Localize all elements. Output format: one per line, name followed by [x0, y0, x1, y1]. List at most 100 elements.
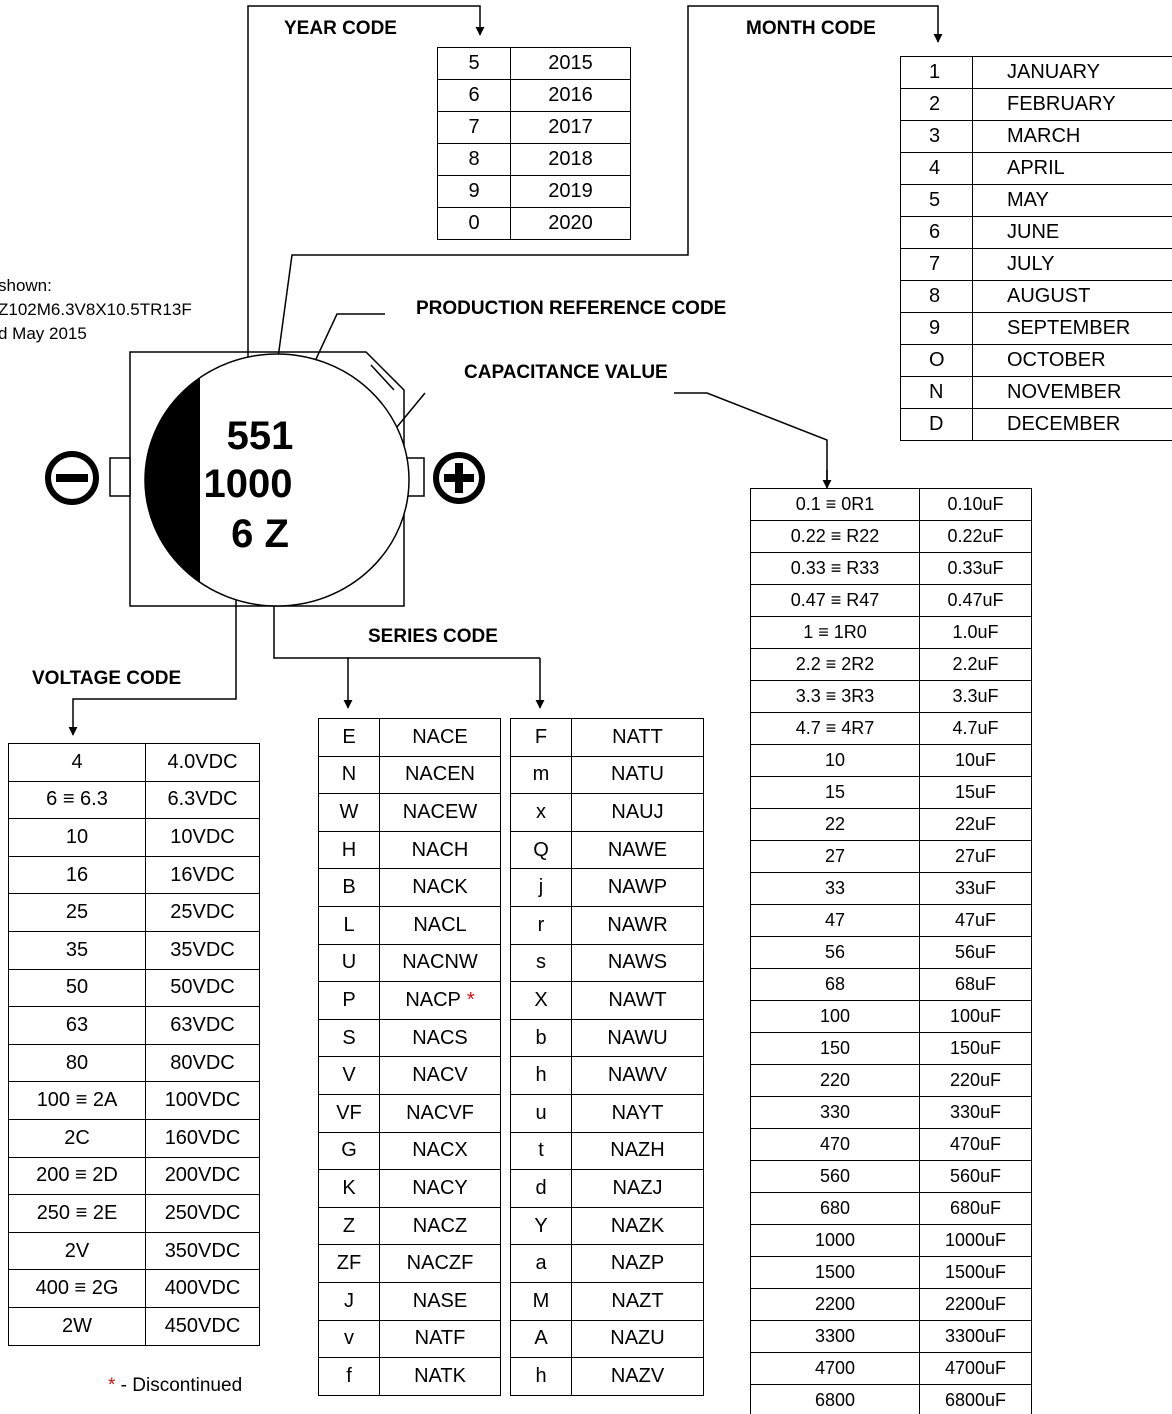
series-row-cell-text: V	[342, 1064, 356, 1087]
capacitance-row-cell-text: 1500	[814, 1262, 856, 1282]
month-row-cell-text: 8	[929, 285, 941, 307]
series-row-cell: Q	[511, 831, 572, 870]
footnote-star: *	[108, 1375, 116, 1396]
series-row-cell-text: f	[346, 1364, 352, 1387]
capacitance-row-cell-text: 3300	[814, 1326, 856, 1346]
year-code-line	[247, 5, 485, 402]
month-row-cell-text: N	[929, 381, 944, 403]
series-row-cell: NAZP	[572, 1245, 704, 1283]
year-row-cell-text: 2020	[548, 212, 593, 234]
capacitance-row-cell-text: 560	[819, 1166, 851, 1186]
voltage-row-cell: 100VDC	[146, 1082, 260, 1120]
month-row-cell-text: NOVEMBER	[1007, 381, 1122, 403]
series-row-cell-text: NACE	[412, 725, 468, 748]
series-row-cell-text: j	[538, 876, 544, 899]
series-row-cell: Y	[511, 1207, 572, 1246]
capacitance-row-cell-text: 0.10uF	[947, 494, 1004, 514]
capacitance-row-cell: 1 ≡ 1R0	[751, 617, 920, 649]
capacitance-row-cell: 10	[751, 745, 920, 777]
capacitance-row-cell-text: 3300uF	[944, 1326, 1007, 1346]
month-row-cell-text: JUNE	[1007, 221, 1060, 243]
series-row-cell: NACVF	[380, 1094, 501, 1133]
capacitance-row-cell-text: 0.47 ≡ R47	[790, 590, 880, 610]
example-note: shown: Z102M6.3V8X10.5TR13F d May 2015	[0, 274, 192, 346]
capacitance-row-cell: 56	[751, 937, 920, 969]
capacitance-row-cell-text: 2200	[814, 1294, 856, 1314]
series-row-cell-text: ZF	[336, 1252, 362, 1275]
voltage-row-cell: 400 ≡ 2G	[9, 1270, 146, 1308]
year-row-cell: 7	[438, 112, 511, 144]
capacitance-row-cell: 1500uF	[920, 1257, 1032, 1289]
capacitance-row-cell-text: 33uF	[954, 878, 997, 898]
capacitance-row-cell: 0.22uF	[920, 521, 1032, 553]
capacitance-row-cell-text: 0.22uF	[947, 526, 1004, 546]
discontinued-footnote: * - Discontinued	[108, 1375, 242, 1397]
capacitance-row-cell: 1000uF	[920, 1225, 1032, 1257]
voltage-row-cell: 250VDC	[146, 1195, 260, 1233]
voltage-row-cell-text: 80VDC	[170, 1051, 235, 1074]
month-row-cell: O	[901, 345, 973, 377]
month-row-cell-text: MAY	[1007, 189, 1049, 211]
year-row-cell: 2020	[511, 208, 631, 240]
series-row-cell: B	[319, 869, 380, 907]
year-row-cell-text: 0	[468, 212, 480, 234]
series-row-cell-text: v	[344, 1327, 354, 1350]
capacitance-row-cell: 0.1 ≡ 0R1	[751, 489, 920, 521]
capacitance-row-cell: 68uF	[920, 969, 1032, 1001]
capacitance-row-cell: 4700	[751, 1353, 920, 1385]
capacitance-row-cell: 15uF	[920, 777, 1032, 809]
series-row-cell: W	[319, 794, 380, 832]
capacitance-row-cell: 100uF	[920, 1001, 1032, 1033]
series-row-cell: V	[319, 1057, 380, 1095]
capacitance-row-cell-text: 150uF	[949, 1038, 1002, 1058]
year-row-cell: 2019	[511, 176, 631, 208]
capacitance-line	[674, 392, 828, 487]
series-row-cell-text: NAZT	[611, 1289, 664, 1312]
capacitance-row-cell-text: 2.2uF	[952, 654, 999, 674]
capacitance-row-cell: 15	[751, 777, 920, 809]
capacitance-row-cell: 0.22 ≡ R22	[751, 521, 920, 553]
capacitance-row-cell-text: 22	[824, 814, 846, 834]
series-row-cell: NAWT	[572, 982, 704, 1020]
voltage-code-line	[68, 555, 241, 736]
capacitance-row-cell-text: 470uF	[949, 1134, 1002, 1154]
capacitance-row-cell: 10uF	[920, 745, 1032, 777]
series-row-cell-text: x	[536, 800, 546, 823]
series-row-cell: ZF	[319, 1245, 380, 1283]
series-row-cell-text: X	[534, 988, 548, 1011]
voltage-row-cell-text: 63	[65, 1013, 89, 1036]
capacitance-row-cell: 1500	[751, 1257, 920, 1289]
series-row-cell: F	[511, 719, 572, 757]
series-row-cell: NACEW	[380, 794, 501, 832]
month-row-cell: JANUARY	[973, 57, 1172, 89]
month-row-cell-text: 1	[929, 61, 941, 83]
voltage-row-cell-text: 450VDC	[164, 1314, 241, 1337]
month-row-cell: 7	[901, 249, 973, 281]
capacitance-row-cell: 33	[751, 873, 920, 905]
capacitance-row-cell-text: 1000	[814, 1230, 856, 1250]
capacitance-row-cell-text: 56uF	[954, 942, 997, 962]
series-row-cell-text: VF	[336, 1101, 362, 1124]
capacitance-row-cell-text: 56	[824, 942, 846, 962]
capacitance-row-cell: 560	[751, 1161, 920, 1193]
series-row-cell-text: NATT	[612, 725, 663, 748]
series-row-cell-text: NACZF	[406, 1252, 474, 1275]
series-row-cell-text: H	[341, 838, 357, 861]
capacitance-row-cell-text: 4.7uF	[952, 718, 999, 738]
series-row-cell-text: NASE	[412, 1289, 468, 1312]
capacitance-row-cell-text: 27uF	[954, 846, 997, 866]
capacitance-row-cell-text: 1 ≡ 1R0	[803, 622, 867, 642]
series-row-cell-text: B	[342, 876, 356, 899]
month-code-label: MONTH CODE	[746, 18, 876, 39]
capacitance-row-cell-text: 10uF	[954, 750, 997, 770]
series-row-cell-text: S	[342, 1026, 356, 1049]
voltage-row-cell: 4	[9, 744, 146, 782]
series-row-cell-text: W	[339, 800, 359, 823]
month-row-cell: N	[901, 377, 973, 409]
voltage-row-cell-text: 200 ≡ 2D	[36, 1164, 118, 1187]
capacitance-row-cell: 220	[751, 1065, 920, 1097]
voltage-row-cell-text: 400 ≡ 2G	[35, 1277, 119, 1300]
year-row-cell: 5	[438, 48, 511, 80]
